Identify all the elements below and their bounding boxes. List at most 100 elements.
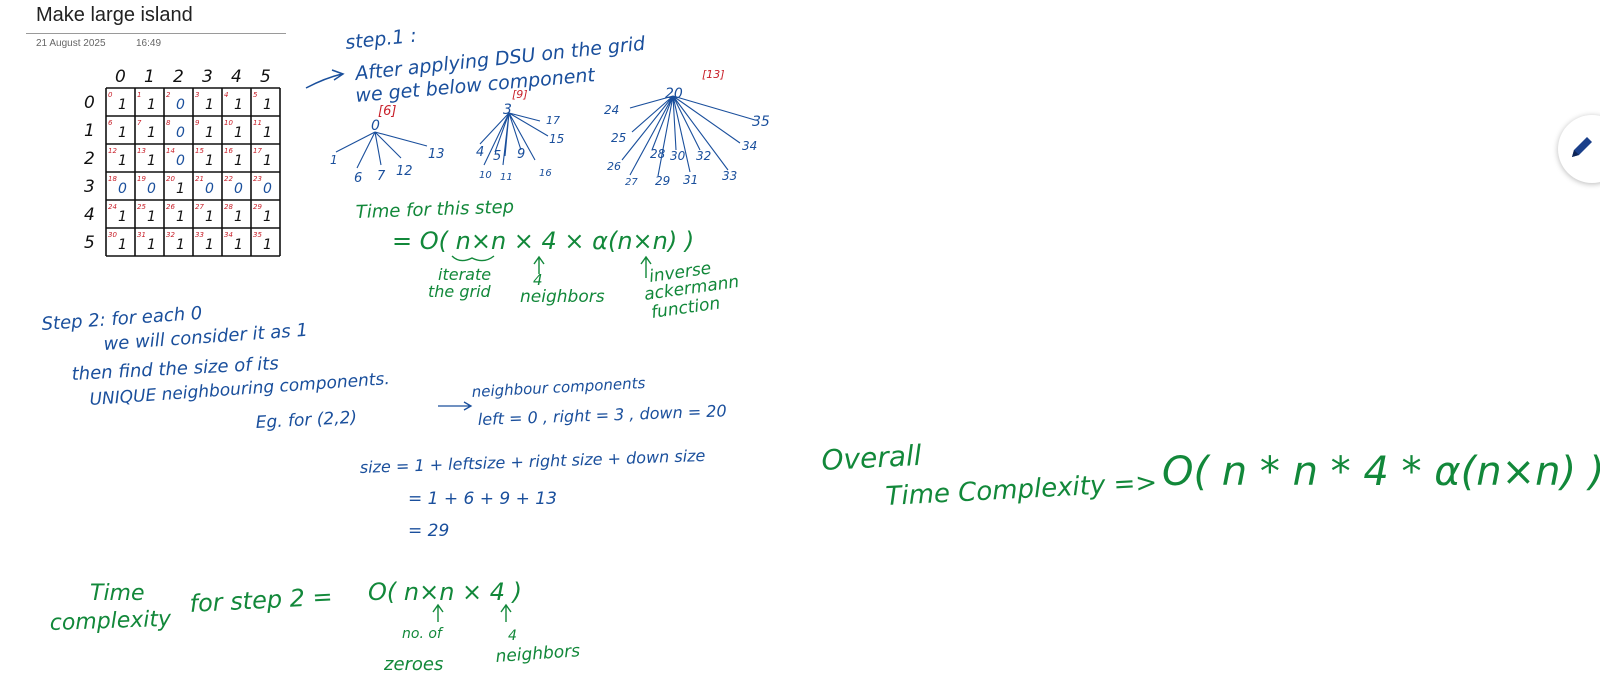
grid-cell-value: 1 (234, 97, 243, 113)
grid-cell-value: 1 (263, 125, 272, 141)
grid-cell-id: 10 (224, 119, 233, 127)
grid-cell-value: 0 (176, 97, 185, 113)
page-title: Make large island (36, 4, 193, 26)
tree-node: 10 (479, 170, 492, 181)
grid-cell-id: 21 (195, 175, 204, 183)
tree-node: 28 (650, 147, 666, 161)
tree-node: 4 (476, 145, 484, 160)
step2-example: Eg. for (2,2) (255, 408, 357, 433)
page-time: 16:49 (136, 38, 162, 49)
grid-cell-id: 6 (108, 119, 113, 127)
grid-cell-value: 1 (234, 125, 243, 141)
step2-complexity-word: complexity (49, 607, 172, 636)
tree-node: 16 (539, 168, 552, 179)
row-header: 4 (84, 205, 95, 225)
grid-cell-id: 18 (108, 175, 117, 183)
column-header: 2 (173, 67, 184, 87)
column-header: 3 (202, 67, 213, 87)
underbrace (451, 255, 495, 262)
row-header: 5 (84, 233, 95, 253)
row-header: 3 (84, 177, 95, 197)
grid-cell-value: 0 (205, 181, 214, 197)
step1-time-formula: = O( n×n × 4 × α(n×n) ) (392, 227, 694, 255)
grid-cell-value: 0 (234, 181, 243, 197)
grid-cell-id: 16 (224, 147, 233, 155)
tree-node: 15 (549, 132, 564, 146)
grid-cell-id: 15 (195, 147, 204, 155)
note-the-grid: the grid (428, 282, 492, 301)
tree-root: 0 (371, 118, 380, 134)
grid-cell-id: 20 (166, 175, 175, 183)
neighbour-components-label: neighbour components (471, 374, 646, 401)
grid-cell-id: 12 (108, 147, 117, 155)
grid-cell-value: 1 (234, 209, 243, 225)
note-neighbors: neighbors (495, 641, 581, 667)
grid-cell-value: 0 (176, 125, 185, 141)
grid-cell-value: 1 (118, 237, 127, 253)
note-iterate: iterate (438, 265, 491, 284)
component-tree-20: [13] 20 24 25 26 27 28 29 30 31 32 33 34… (604, 68, 770, 188)
note-neighbors: neighbors (520, 287, 605, 307)
grid-cell-value: 1 (147, 237, 156, 253)
column-header: 1 (144, 67, 155, 87)
row-header: 2 (84, 149, 95, 169)
grid-cell-value: 1 (205, 125, 214, 141)
tree-size-label: [13] (702, 68, 725, 81)
note-no-of: no. of (402, 626, 444, 642)
tree-node: 12 (396, 164, 413, 179)
column-header: 5 (260, 67, 271, 87)
arrow-to-step1 (305, 73, 343, 89)
grid-cell-value: 0 (147, 181, 156, 197)
grid-cell-id: 11 (253, 119, 262, 127)
overall-formula: O( n * n * 4 * α(n×n) ) (1162, 449, 1600, 495)
step2-time-word: Time (90, 581, 145, 606)
tree-node: 13 (428, 147, 445, 162)
tree-node: 1 (330, 153, 338, 167)
tree-node: 9 (517, 147, 525, 162)
grid-cell-id: 5 (253, 91, 258, 99)
grid-cell-id: 33 (195, 231, 204, 239)
grid-cell-value: 0 (118, 181, 127, 197)
grid-cell-value: 1 (147, 125, 156, 141)
grid-cell-value: 1 (147, 97, 156, 113)
grid-cell-id: 32 (166, 231, 175, 239)
grid-cell-value: 1 (176, 237, 185, 253)
component-tree-3: [9] 3 4 5 9 10 11 15 16 17 (476, 88, 564, 183)
size-line-1: = 1 + 6 + 9 + 13 (408, 489, 557, 509)
grid-cell-id: 27 (195, 203, 204, 211)
tree-node: 27 (625, 177, 638, 188)
grid-cell-id: 0 (108, 91, 113, 99)
step1-time-heading: Time for this step (355, 196, 514, 223)
tree-size-label: [6] (378, 104, 396, 119)
grid-cell-id: 19 (137, 175, 146, 183)
grid-cell-value: 1 (205, 153, 214, 169)
grid-cell-value: 1 (205, 97, 214, 113)
grid-cell-id: 30 (108, 231, 117, 239)
grid-cell-value: 1 (147, 209, 156, 225)
arrow-head (331, 69, 345, 81)
example-arrow (438, 401, 473, 411)
note-zeroes: zeroes (383, 654, 443, 675)
tree-node: 17 (546, 114, 560, 127)
step2-time-formula: O( n×n × 4 ) (368, 578, 522, 606)
grid-cell-value: 1 (234, 237, 243, 253)
grid-cell-id: 25 (137, 203, 146, 211)
grid-cell-id: 29 (253, 203, 262, 211)
grid-cell-value: 1 (118, 97, 127, 113)
grid-cell-id: 4 (224, 91, 228, 99)
note-4: 4 (533, 271, 543, 289)
grid-cell-value: 1 (118, 153, 127, 169)
tree-node: 33 (722, 169, 737, 183)
column-header: 4 (231, 67, 242, 87)
neighbour-values: left = 0 , right = 3 , down = 20 (477, 401, 726, 429)
page-date: 21 August 2025 (36, 38, 106, 49)
column-header: 0 (115, 67, 126, 87)
grid-cell-id: 26 (166, 203, 175, 211)
tree-node: 25 (611, 131, 626, 145)
grid-cell-id: 9 (195, 119, 200, 127)
grid-cell-value: 1 (263, 209, 272, 225)
grid-cell-value: 1 (234, 153, 243, 169)
component-tree-0: [6] 0 1 6 7 12 13 (330, 104, 445, 186)
grid-cell-value: 1 (263, 237, 272, 253)
size-line-0: size = 1 + leftsize + right size + down … (359, 446, 705, 477)
